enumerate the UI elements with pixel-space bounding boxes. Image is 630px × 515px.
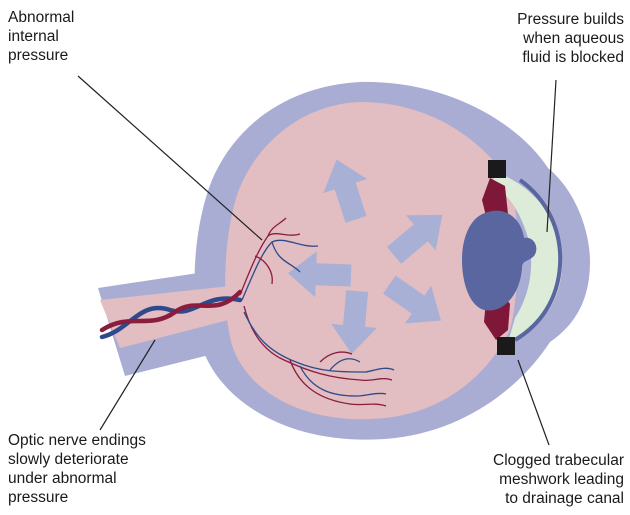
drainage-marker-lower: [497, 337, 515, 355]
label-pressure-builds: Pressure builds when aqueous fluid is bl…: [517, 10, 624, 67]
label-clogged-meshwork: Clogged trabecular meshwork leading to d…: [493, 451, 624, 508]
drainage-marker-upper: [488, 160, 506, 178]
leader-clogged-meshwork: [518, 360, 549, 445]
label-optic-nerve-endings: Optic nerve endings slowly deteriorate u…: [8, 431, 146, 507]
label-abnormal-pressure: Abnormal internal pressure: [8, 8, 74, 65]
